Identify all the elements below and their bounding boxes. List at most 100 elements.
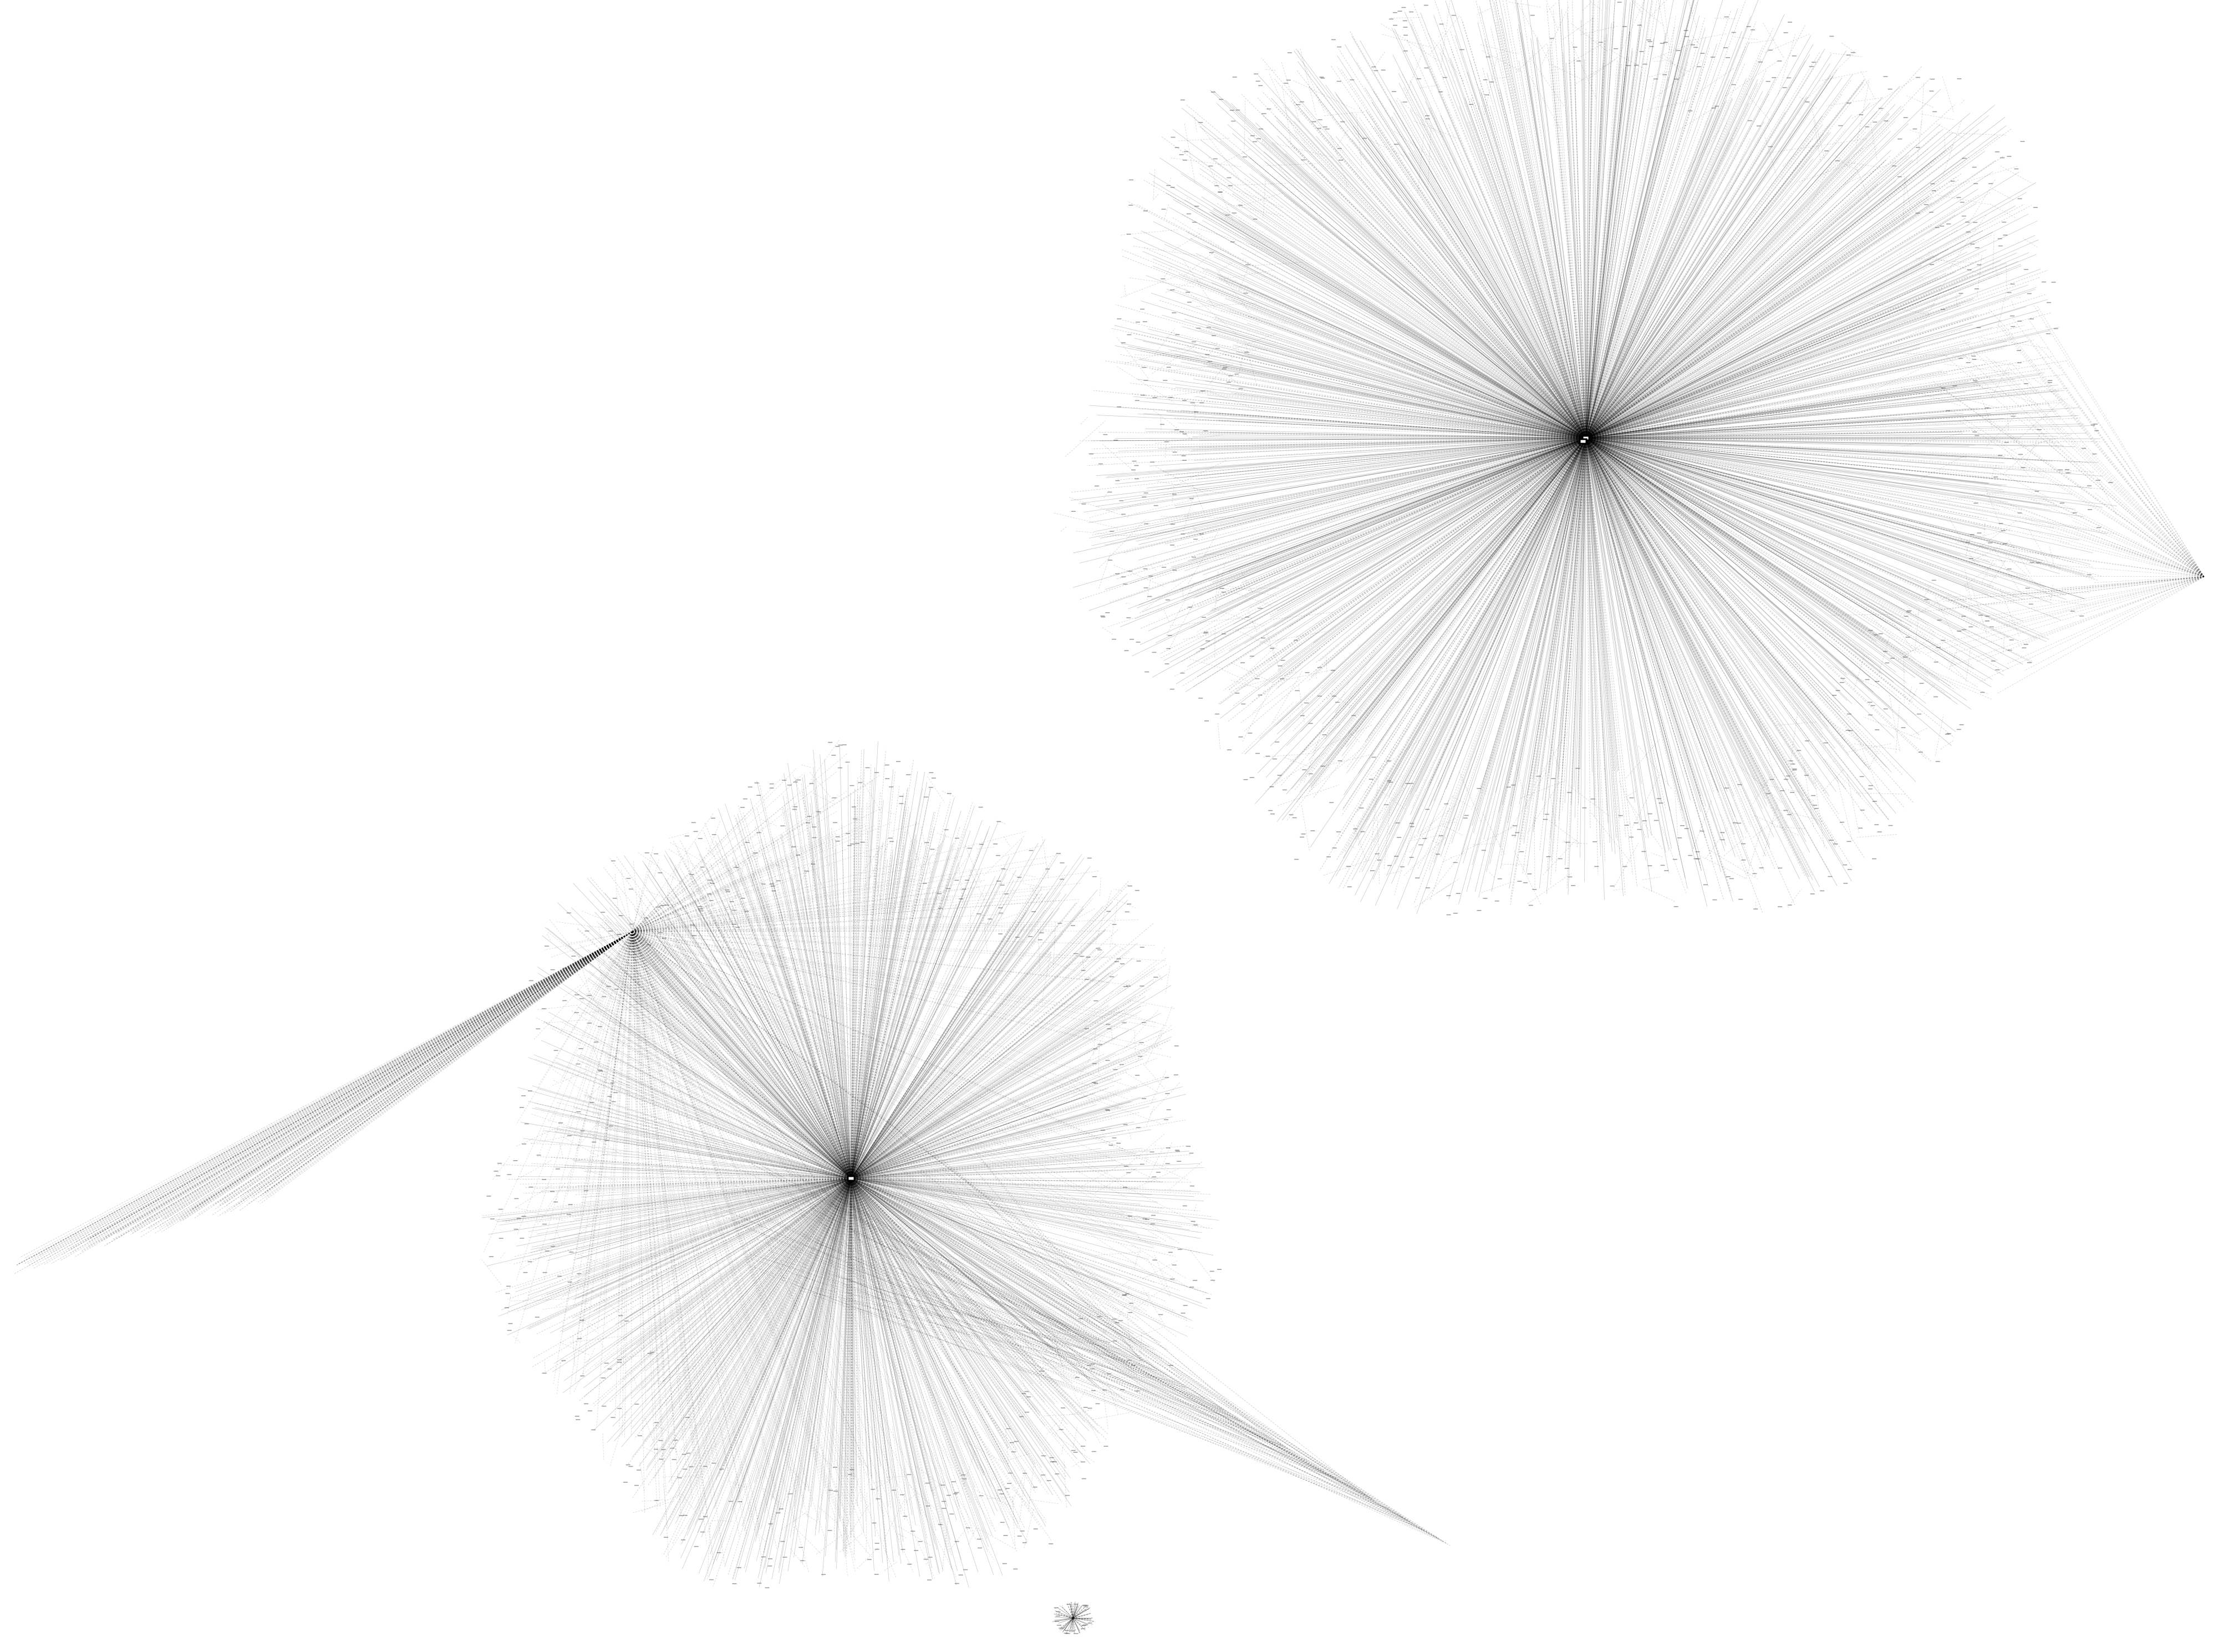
graph-node [2009, 639, 2014, 641]
graph-edge [1212, 413, 1586, 439]
graph-edge [1280, 438, 1586, 667]
graph-node [1660, 865, 1665, 866]
graph-edge [1196, 419, 1586, 439]
graph-edge [1585, 438, 1593, 772]
graph-node [1103, 434, 1108, 435]
graph-node [1617, 2, 1622, 3]
graph-edge [1585, 438, 2004, 490]
graph-node [1190, 402, 1195, 404]
graph-edge [1585, 186, 1940, 439]
graph-edge [997, 820, 1006, 824]
graph-node [698, 838, 703, 839]
graph-edge [1153, 1145, 1157, 1146]
graph-edge [223, 931, 633, 1202]
graph-edge [1585, 239, 2039, 439]
graph-edge [1188, 438, 1586, 594]
graph-edge [1181, 108, 1586, 439]
graph-edge [1585, 438, 1671, 811]
graph-edge [1585, 252, 2017, 439]
graph-edge [1585, 330, 2051, 439]
graph-edge [1585, 348, 1960, 439]
graph-edge [1149, 438, 1586, 466]
graph-node [978, 1547, 983, 1549]
graph-edge [1585, 388, 2069, 439]
graph-node [2090, 424, 2095, 426]
graph-edge [1207, 395, 1586, 439]
graph-edge [1162, 438, 1586, 472]
graph-edge [1466, 438, 1586, 892]
graph-edge [1249, 438, 1586, 608]
graph-edge [1173, 438, 1586, 479]
graph-edge [1585, 158, 1814, 439]
graph-edge [1479, 6, 1586, 439]
graph-edge [1213, 256, 1586, 439]
graph-node [587, 995, 592, 996]
graph-edge [1585, 438, 2060, 444]
graph-edge [1133, 396, 1586, 439]
graph-edge [1172, 129, 1586, 439]
graph-node [1481, 850, 1486, 851]
graph-edge [1585, 284, 2028, 439]
graph-node [1347, 886, 1352, 887]
graph-node [1637, 828, 1642, 830]
graph-node [1846, 54, 1851, 56]
graph-edge [1277, 438, 1586, 611]
graph-edge [1585, 145, 1813, 439]
graph-edge [1826, 97, 1882, 106]
graph-node [1451, 14, 1456, 16]
graph-node [1256, 138, 1261, 139]
graph-edge [1498, 438, 1586, 813]
graph-node [1968, 558, 1973, 559]
graph-node [1971, 355, 1976, 357]
graph-edge [1390, 438, 1586, 817]
graph-edge [1278, 438, 1586, 671]
graph-node [2046, 302, 2051, 303]
graph-edge [1265, 628, 1275, 657]
graph-node [1181, 533, 1186, 535]
graph-edge [1162, 314, 1586, 439]
graph-edge [1142, 340, 1586, 439]
graph-edge [1585, 0, 1688, 439]
graph-node [1336, 831, 1341, 832]
graph-node [1901, 727, 1906, 728]
graph-edge [1585, 301, 1966, 439]
graph-edge [1568, 785, 1610, 816]
graph-node [1232, 212, 1237, 214]
graph-edge [1585, 438, 1701, 866]
graph-edge [1585, 316, 1976, 439]
graph-node [1459, 49, 1464, 50]
graph-edge [660, 914, 684, 915]
graph-node [2002, 543, 2007, 545]
graph-edge [1585, 438, 2053, 461]
graph-node [1139, 947, 1144, 948]
graph-edge [1996, 576, 2205, 694]
graph-edge [1209, 211, 1586, 439]
graph-node [2007, 156, 2012, 157]
graph-node [1868, 629, 1873, 631]
graph-edge [1141, 301, 1586, 439]
graph-node [1121, 576, 1126, 578]
graph-edge [59, 931, 633, 1261]
graph-edge [1585, 438, 1804, 797]
graph-edge [1358, 438, 1586, 774]
graph-node [1960, 201, 1965, 203]
graph-edge [1228, 438, 1586, 572]
graph-edge [1585, 438, 2061, 574]
graph-edge [1585, 124, 1941, 439]
graph-node [1677, 837, 1682, 838]
graph-node [1113, 440, 1118, 441]
graph-edge [1585, 33, 1686, 439]
graph-edge [1585, 438, 1879, 754]
graph-edge [1351, 438, 1586, 881]
graph-edge [964, 845, 982, 885]
graph-edge [1236, 342, 1586, 439]
graph-edge [1451, 0, 1586, 439]
graph-node [1858, 827, 1863, 829]
graph-node [1161, 278, 1166, 279]
graph-edge [1367, 438, 1586, 737]
graph-node [1141, 394, 1146, 396]
graph-edge [968, 1308, 1347, 1485]
graph-node [1741, 860, 1746, 861]
graph-edge [1482, 67, 1586, 439]
graph-edge [1585, 438, 1793, 789]
